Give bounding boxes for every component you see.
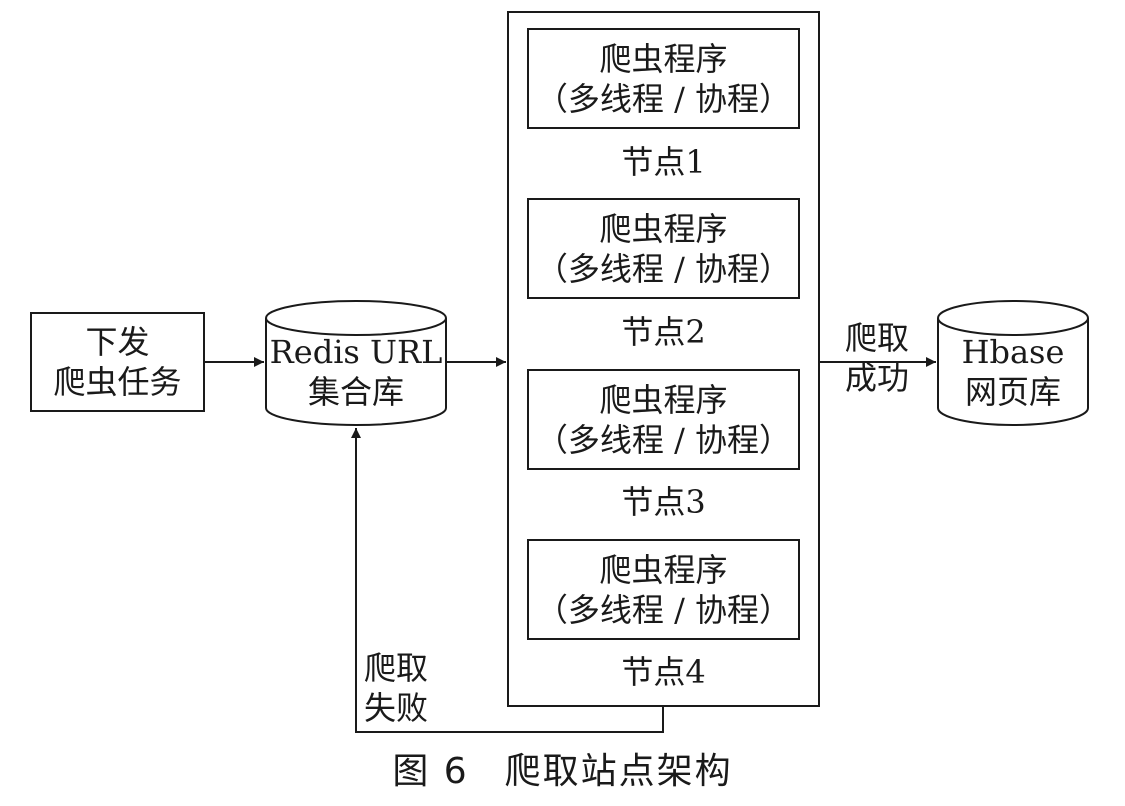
node-label-4: 节点4 [621, 653, 706, 691]
crawler-program-mode: （多线程 / 协程） [535, 79, 792, 118]
crawler-program-box-4: 爬虫程序 （多线程 / 协程） [527, 539, 800, 640]
figure-caption: 图 6 爬取站点架构 [0, 748, 1125, 796]
crawler-program-mode: （多线程 / 协程） [535, 590, 792, 629]
crawl-failure-line1: 爬取 [364, 649, 429, 687]
redis-url-db: Redis URL 集合库 [266, 332, 446, 412]
node-label-1: 节点1 [621, 143, 706, 181]
crawl-success-line1: 爬取 [844, 319, 909, 357]
crawler-program-mode: （多线程 / 协程） [535, 420, 792, 459]
crawl-failure-label: 爬取 失败 [364, 648, 444, 728]
dispatch-task-line2: 爬虫任务 [53, 363, 182, 401]
redis-cylinder-shape [265, 300, 447, 426]
redis-db-line1: Redis URL [269, 333, 443, 371]
node-label-2: 节点2 [621, 313, 706, 351]
arrow-failure-to-redis [351, 428, 664, 733]
crawler-program-box-1: 爬虫程序 （多线程 / 协程） [527, 28, 800, 129]
node-label-3: 节点3 [621, 483, 706, 521]
redis-db-line2: 集合库 [307, 373, 404, 411]
crawler-program-mode: （多线程 / 协程） [535, 249, 792, 288]
hbase-db-line2: 网页库 [964, 373, 1061, 411]
crawler-program-title: 爬虫程序 [599, 380, 728, 419]
crawler-program-box-3: 爬虫程序 （多线程 / 协程） [527, 369, 800, 470]
crawler-program-box-2: 爬虫程序 （多线程 / 协程） [527, 198, 800, 299]
crawler-program-title: 爬虫程序 [599, 550, 728, 589]
crawler-program-title: 爬虫程序 [599, 39, 728, 78]
hbase-cylinder-shape [937, 300, 1089, 426]
hbase-db-line1: Hbase [961, 333, 1065, 371]
crawl-failure-line2: 失败 [364, 689, 429, 727]
figure-number: 图 6 [392, 751, 469, 792]
hbase-db: Hbase 网页库 [938, 332, 1088, 412]
dispatch-task-line1: 下发 [85, 323, 150, 361]
dispatch-task-box: 下发 爬虫任务 [30, 312, 205, 412]
crawl-success-line2: 成功 [844, 359, 909, 397]
crawler-program-title: 爬虫程序 [599, 209, 728, 248]
crawl-success-label: 爬取 成功 [832, 318, 922, 398]
figure-title: 爬取站点架构 [504, 751, 733, 792]
